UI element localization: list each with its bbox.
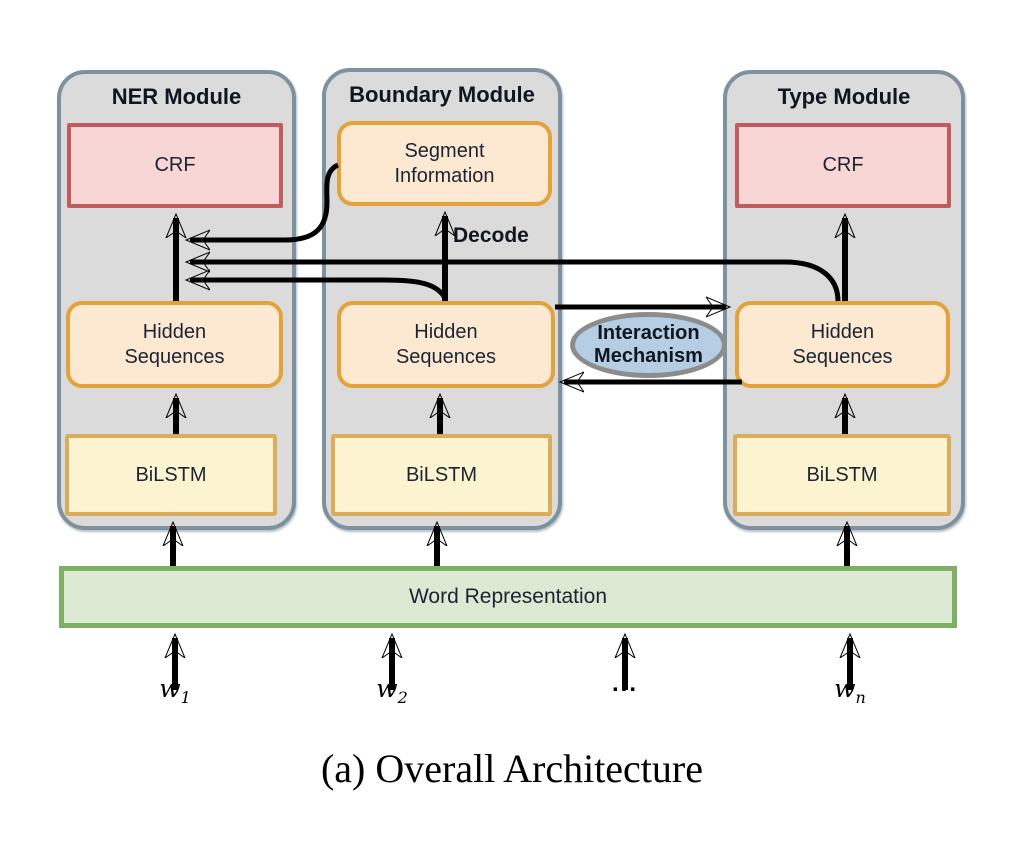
word-representation-label: Word Representation bbox=[408, 585, 608, 608]
input-label-ellipsis: ... bbox=[611, 670, 638, 697]
type-bilstm-label: BiLSTM bbox=[806, 463, 878, 486]
interaction-label-line2: Mechanism bbox=[594, 345, 703, 367]
interaction-mechanism-ellipse: Interaction Mechanism bbox=[570, 312, 727, 378]
ner-hidden-sequences-label: Hidden Sequences bbox=[124, 320, 225, 368]
type-module-title: Type Module bbox=[777, 84, 911, 109]
boundary-hidden-sequences-label: Hidden Sequences bbox=[395, 320, 497, 368]
boundary-module-title: Boundary Module bbox=[349, 82, 535, 107]
ner-bilstm-box: BiLSTM bbox=[65, 434, 277, 516]
segment-information-label: Segment Information bbox=[394, 139, 495, 187]
ner-module-title: NER Module bbox=[111, 84, 242, 109]
boundary-bilstm-label: BiLSTM bbox=[405, 463, 478, 486]
input-label-w2: w2 bbox=[376, 674, 408, 707]
type-bilstm-box: BiLSTM bbox=[733, 434, 951, 516]
segment-information-box: Segment Information bbox=[337, 121, 552, 206]
input-label-wn: wn bbox=[834, 674, 866, 707]
ner-crf-box: CRF bbox=[67, 123, 283, 208]
type-crf-box: CRF bbox=[735, 123, 951, 208]
word-representation-bar: Word Representation bbox=[59, 566, 957, 628]
boundary-bilstm-box: BiLSTM bbox=[331, 434, 552, 516]
decode-label: Decode bbox=[453, 224, 529, 247]
type-hidden-sequences-label: Hidden Sequences bbox=[792, 320, 893, 368]
boundary-hidden-sequences-box: Hidden Sequences bbox=[337, 301, 555, 388]
ner-hidden-sequences-box: Hidden Sequences bbox=[66, 301, 283, 388]
interaction-label-line1: Interaction bbox=[597, 322, 700, 344]
figure-caption: (a) Overall Architecture bbox=[320, 746, 703, 791]
type-hidden-sequences-box: Hidden Sequences bbox=[735, 301, 950, 388]
input-label-w1: w1 bbox=[159, 674, 191, 707]
type-crf-label: CRF bbox=[822, 154, 864, 176]
ner-crf-label: CRF bbox=[154, 154, 196, 176]
ner-bilstm-label: BiLSTM bbox=[135, 463, 207, 486]
